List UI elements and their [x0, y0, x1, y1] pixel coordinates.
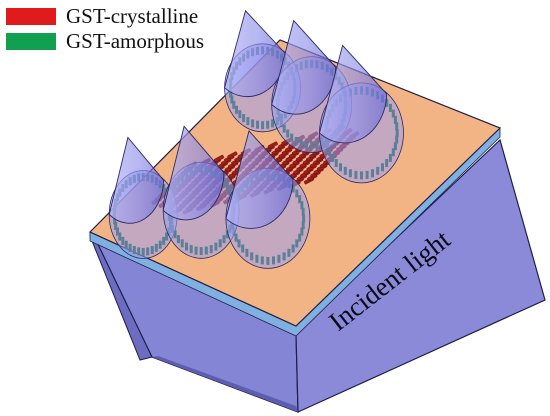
legend-item-crystalline: GST-crystalline	[6, 4, 204, 29]
focal-cones	[108, 9, 404, 269]
legend-label-crystalline: GST-crystalline	[66, 4, 199, 28]
legend-item-amorphous: GST-amorphous	[6, 29, 204, 54]
crystalline-swatch	[6, 8, 56, 25]
focal-cone	[108, 136, 178, 259]
gst-crystalline-rod	[213, 154, 225, 163]
focal-cone	[318, 44, 404, 184]
legend-label-amorphous: GST-amorphous	[66, 29, 205, 53]
cone-body	[225, 129, 294, 229]
substrate	[89, 138, 546, 413]
legend: GST-crystalline GST-amorphous	[6, 4, 204, 54]
cone-body	[108, 136, 165, 224]
cone-body	[162, 125, 225, 221]
substrate-bottom-edge	[152, 356, 298, 412]
amorphous-swatch	[6, 33, 56, 50]
focal-cone	[162, 125, 240, 259]
cone-body	[318, 44, 388, 144]
substrate-right-face	[295, 138, 546, 413]
focal-cone	[225, 129, 311, 269]
gst-crystalline-rod	[227, 151, 238, 159]
gst-crystalline-rod	[267, 141, 278, 149]
